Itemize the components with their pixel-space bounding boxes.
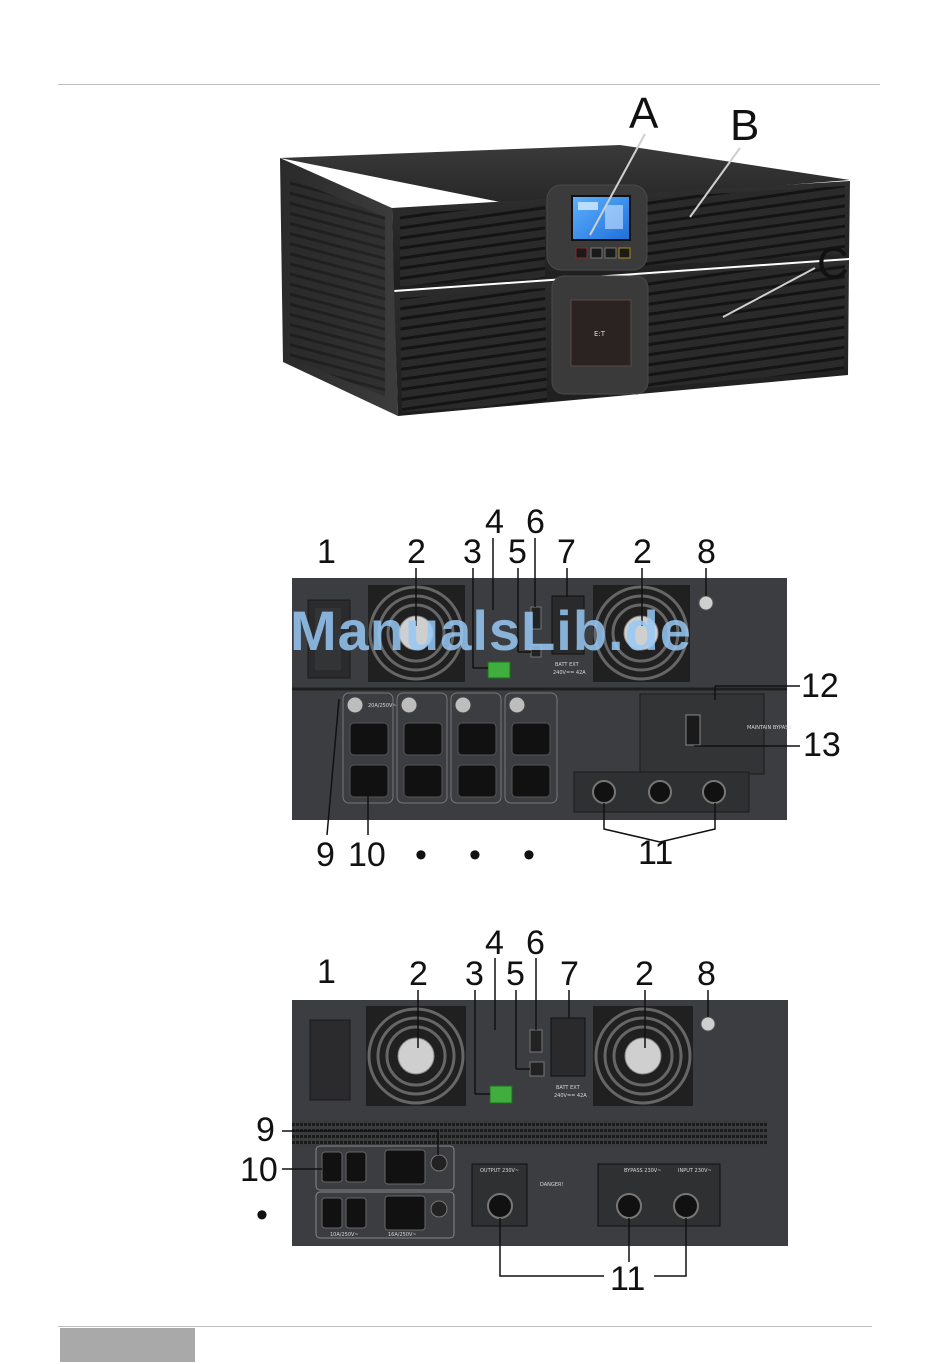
cable-gland-3 (703, 781, 725, 803)
front-view: E:T A B C (280, 89, 850, 416)
rear1-callout-10: 10 (348, 836, 386, 874)
rear1-callout-3: 3 (463, 533, 482, 571)
rear2-callout-8: 8 (697, 955, 716, 993)
rear2-epo-connector (490, 1086, 512, 1103)
rear1-callout-6: 6 (526, 503, 545, 541)
rear1-bypass-label: MAINTAIN BYPASS (747, 725, 792, 731)
ground-screw (699, 596, 713, 610)
epo-connector (488, 662, 510, 678)
rear1-outlet-rating: 20A/250V~ (368, 703, 397, 709)
rear2-vent-band (292, 1121, 767, 1145)
rear1-callout-2b: 2 (633, 533, 652, 571)
rear2-callout-5: 5 (506, 955, 525, 993)
rear2-batt-label: BATT EXT (556, 1085, 581, 1091)
rear2-callout-3: 3 (465, 955, 484, 993)
rear1-callout-2a: 2 (407, 533, 426, 571)
rear1-callout-13: 13 (803, 726, 841, 764)
rear1-callout-7: 7 (557, 533, 576, 571)
footer-tab (60, 1328, 195, 1362)
rear2-bypass-label: BYPASS 230V~ (624, 1168, 661, 1174)
rear2-fan-right (593, 1006, 693, 1106)
rear2-ground-screw (701, 1017, 715, 1031)
battery-ext-cover (552, 596, 584, 654)
rear1-callout-1: 1 (317, 533, 336, 571)
callout-c: C (817, 239, 849, 288)
footer-rule (58, 1326, 872, 1327)
rear1-callout-12: 12 (801, 667, 839, 705)
rear-view-1: BATT EXT 240V== 42A 20A/250V~ (292, 503, 841, 874)
rear1-bullet-3: • (523, 836, 535, 874)
rear2-callout-11: 11 (610, 1260, 645, 1298)
bypass-switch (686, 715, 700, 745)
svg-text:E:T: E:T (594, 330, 606, 338)
cable-gland-1 (593, 781, 615, 803)
rear1-batt-rating: 240V== 42A (553, 670, 586, 676)
rear2-batt-rating: 240V== 42A (554, 1093, 587, 1099)
rear2-danger-label: DANGER! (540, 1182, 563, 1188)
rear2-callout-1: 1 (317, 953, 336, 991)
rear2-callout-6: 6 (526, 924, 545, 962)
rear2-battery-ext-cover (551, 1018, 585, 1076)
rear2-input-label: INPUT 230V~ (678, 1168, 712, 1174)
rear2-bullet: • (256, 1196, 268, 1234)
rear2-output-label: OUTPUT 230V~ (480, 1168, 519, 1174)
rear1-callout-8: 8 (697, 533, 716, 571)
rear2-callout-10: 10 (240, 1151, 278, 1189)
rear1-callout-5: 5 (508, 533, 527, 571)
callout-b: B (730, 101, 759, 150)
rear1-batt-label: BATT EXT (555, 662, 580, 668)
rear1-bullet-1: • (415, 836, 427, 874)
rear2-callout-2b: 2 (635, 955, 654, 993)
callout-a: A (629, 89, 659, 138)
rear1-callout-9: 9 (316, 836, 335, 874)
rear-view-2: BATT EXT 240V== 42A 10A/250V~ 16A/250V~ … (240, 924, 788, 1298)
rear2-callout-2a: 2 (409, 955, 428, 993)
rear2-callout-7: 7 (560, 955, 579, 993)
rear2-callout-4: 4 (485, 924, 504, 962)
rear1-callout-4: 4 (485, 503, 504, 541)
cable-gland-2 (649, 781, 671, 803)
rear2-outlet-rating-small: 10A/250V~ (330, 1232, 359, 1238)
rear2-outlet-rating-large: 16A/250V~ (388, 1232, 417, 1238)
rear2-callout-9: 9 (256, 1111, 275, 1149)
rear1-bullet-2: • (469, 836, 481, 874)
rear2-fan-left (366, 1006, 466, 1106)
